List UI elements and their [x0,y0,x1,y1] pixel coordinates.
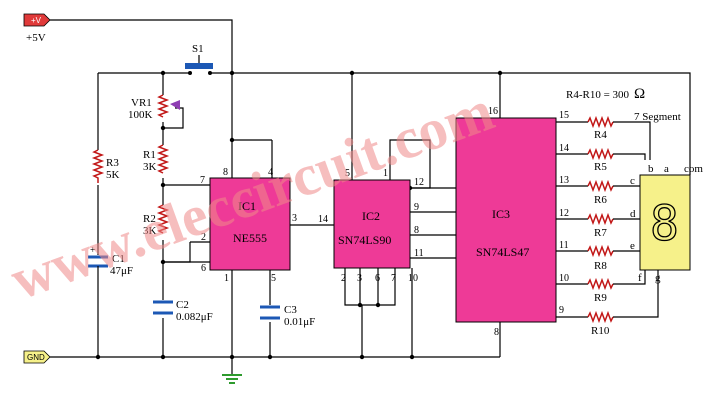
r3-name: R3 [106,157,119,169]
svg-text:10: 10 [559,273,569,284]
svg-text:1: 1 [224,273,229,284]
c1-name: C1 [112,253,125,265]
svg-text:12: 12 [414,177,424,188]
svg-text:12: 12 [559,208,569,219]
c1: + C1 47μF [88,245,133,277]
svg-text:16: 16 [488,106,498,117]
svg-text:13: 13 [559,175,569,186]
svg-text:6: 6 [201,263,206,274]
svg-text:R10: R10 [591,325,610,337]
gnd-tag-text: GND [27,353,45,362]
svg-text:R4: R4 [594,129,607,141]
svg-text:R7: R7 [594,227,607,239]
c1-value: 47μF [110,265,133,277]
ic1-part: NE555 [233,231,267,245]
vr1-value: 100K [128,109,153,121]
svg-text:15: 15 [559,110,569,121]
vr1-name: VR1 [131,97,152,109]
c3-value: 0.01μF [284,316,315,328]
svg-text:R8: R8 [594,260,607,272]
ic3-name: IC3 [492,207,510,221]
display-label: 7 Segment [634,111,681,123]
svg-text:b: b [648,163,654,175]
r1-value: 3K [143,161,157,173]
ic1-name: IC1 [238,199,256,213]
c3: C3 0.01μF [260,304,315,328]
svg-text:7: 7 [391,273,396,284]
svg-text:8: 8 [223,167,228,178]
svg-text:3: 3 [292,213,297,224]
svg-text:R5: R5 [594,161,607,173]
svg-text:f: f [638,272,642,284]
svg-text:5: 5 [345,168,350,179]
svg-text:3: 3 [357,273,362,284]
output-resistors: R4 R5 R6 R7 R8 R9 R10 [556,115,659,337]
svg-text:11: 11 [559,240,569,251]
svg-text:+: + [90,245,96,256]
switch-s1: S1 [185,43,213,75]
r3-value: 5K [106,169,120,181]
r2-name: R2 [143,213,156,225]
r3: R3 5K [91,149,120,183]
ground-icon [222,374,242,384]
display-digit: 8 [650,196,679,252]
svg-text:1: 1 [383,168,388,179]
watermark: www.eleccircuit.com [2,77,501,312]
gnd-tag: GND [23,350,51,364]
svg-text:4: 4 [268,167,273,178]
r1-name: R1 [143,149,156,161]
vcc-label: +5V [26,32,46,44]
svg-text:6: 6 [375,273,380,284]
svg-text:c: c [630,175,635,187]
c3-name: C3 [284,304,297,316]
seven-segment-display: 8 7 Segment a b c d e f g com [630,111,703,284]
vcc-tag-text: +V [31,16,42,25]
svg-text:2: 2 [201,232,206,243]
svg-text:8: 8 [414,225,419,236]
ic3-chip: IC3 SN74LS47 16 8 15 14 13 12 11 10 9 [455,106,569,338]
wires [50,19,691,375]
svg-text:10: 10 [408,273,418,284]
svg-text:R9: R9 [594,292,607,304]
r2: R2 3K [143,204,170,237]
ic2-part: SN74LS90 [338,233,391,247]
svg-text:e: e [630,240,635,252]
ic1-chip: IC1 NE555 8 4 7 2 6 1 5 3 [200,167,297,284]
ic2-chip: IC2 SN74LS90 5 1 12 9 8 11 14 2 3 6 7 10 [318,168,424,284]
vcc-tag: +V [23,13,51,27]
junctions [95,70,503,360]
vr1: VR1 100K [128,94,180,121]
r1: R1 3K [143,144,170,174]
ic3-part: SN74LS47 [476,245,529,259]
svg-text:9: 9 [414,202,419,213]
svg-text:14: 14 [559,143,569,154]
r2-value: 3K [143,225,157,237]
svg-text:g: g [655,272,661,284]
svg-text:d: d [630,208,636,220]
c2: C2 0.082μF [153,299,213,323]
svg-text:2: 2 [341,273,346,284]
ic2-name: IC2 [362,209,380,223]
svg-text:R6: R6 [594,194,607,206]
svg-text:7: 7 [200,175,205,186]
svg-text:a: a [664,163,669,175]
svg-text:14: 14 [318,214,328,225]
svg-text:9: 9 [559,305,564,316]
c2-name: C2 [176,299,189,311]
switch-s1-label: S1 [192,43,204,55]
svg-text:8: 8 [494,327,499,338]
display-com: com [684,163,703,175]
svg-text:11: 11 [414,248,424,259]
svg-text:5: 5 [271,273,276,284]
c2-value: 0.082μF [176,311,213,323]
